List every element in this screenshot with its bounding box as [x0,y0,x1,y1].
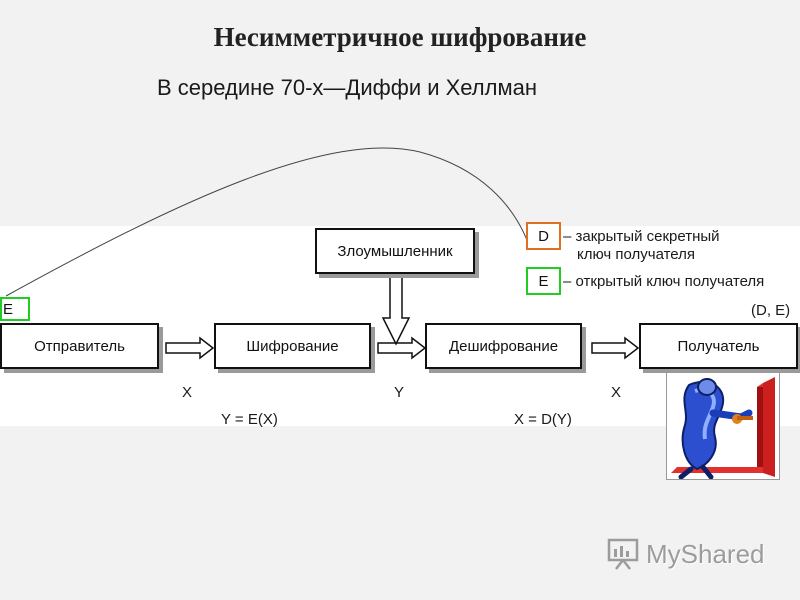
attacker-box: Злоумышленник [315,228,475,274]
watermark: MyShared [606,536,765,572]
private-key-desc-line1: – закрытый секретный [563,228,720,245]
formula-encrypt: Y = E(X) [221,411,278,428]
label-y-ciphertext: Y [394,384,405,401]
key-transfer-curve [5,147,531,297]
encryption-box: Шифрование [214,323,371,369]
private-key-box: D [526,222,561,250]
public-key-desc: – открытый ключ получателя [563,273,765,290]
receiver-clipart [666,372,780,480]
arrow-attacker-down [381,275,411,346]
arrow-sender-to-encryption [165,336,215,360]
presentation-board-icon [607,538,639,570]
public-key-box: E [526,267,561,295]
sender-box: Отправитель [0,323,159,369]
receiver-box: Получатель [639,323,798,369]
decryption-box: Дешифрование [425,323,582,369]
page-title: Несимметричное шифрование [213,22,587,52]
arrow-decryption-to-receiver [591,336,640,360]
receiver-keys-label: (D, E) [751,302,791,319]
sender-key-box: E [0,297,30,321]
private-key-desc-line2: ключ получателя [577,246,696,263]
arrow-encryption-to-decryption [377,336,427,360]
label-x-decrypted: X [611,384,622,401]
label-x-plaintext: X [182,384,193,401]
watermark-text: MyShared [646,538,765,569]
page-subtitle: В середине 70-х—Диффи и Хеллман [157,75,537,100]
formula-decrypt: X = D(Y) [514,411,572,428]
